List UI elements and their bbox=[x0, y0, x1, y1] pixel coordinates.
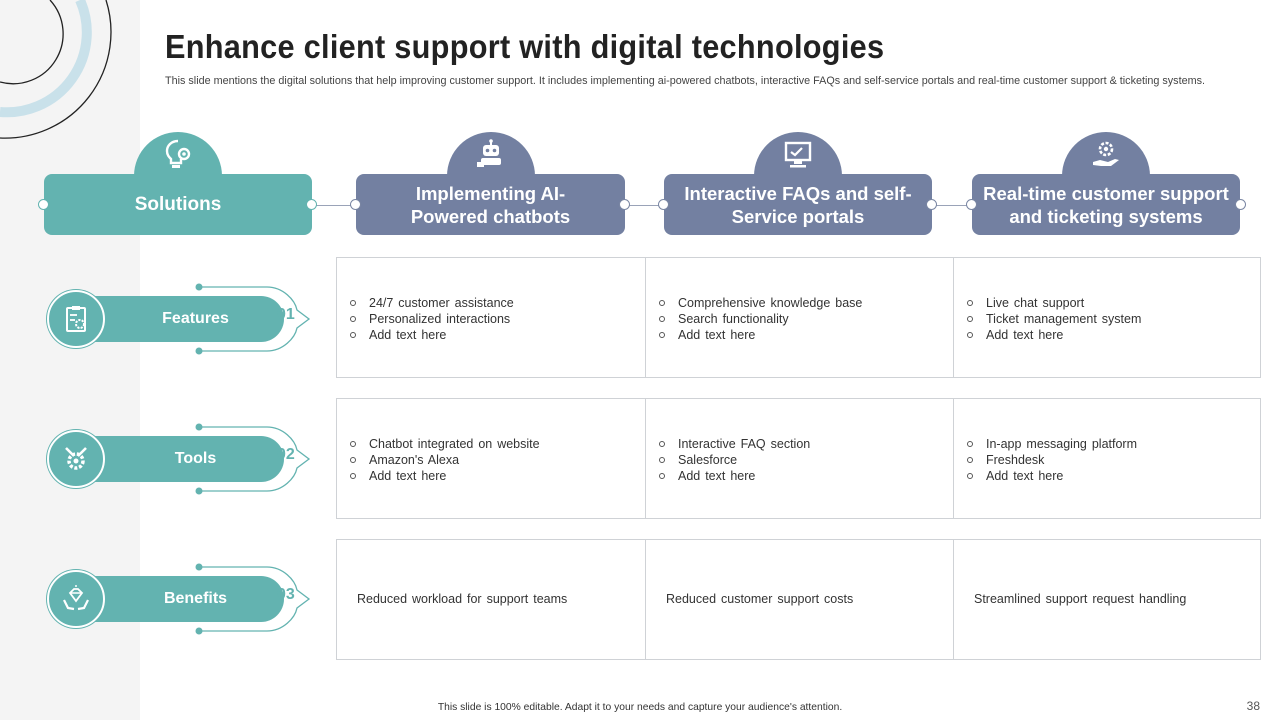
wrench-gear-icon bbox=[65, 447, 87, 470]
benefits-label: Benefits bbox=[163, 590, 228, 607]
benefit-text: Streamlined support request handling bbox=[974, 592, 1187, 606]
benefits-cell-faqs: Reduced customer support costs bbox=[645, 540, 953, 659]
list-item: Chatbot integrated on website bbox=[349, 436, 540, 452]
list-item: Live chat support bbox=[966, 295, 1141, 311]
list-item: In-app messaging platform bbox=[966, 436, 1137, 452]
tools-cell-realtime: In-app messaging platform Freshdesk Add … bbox=[953, 399, 1261, 518]
header-realtime-support-label: Real-time customer support and ticketing… bbox=[983, 182, 1229, 227]
list-item: Add text here bbox=[966, 468, 1137, 484]
tools-list-faqs: Interactive FAQ section Salesforce Add t… bbox=[658, 436, 810, 484]
row-label-benefits: Benefits 03 bbox=[47, 554, 312, 644]
tools-list-realtime: In-app messaging platform Freshdesk Add … bbox=[966, 436, 1137, 484]
list-item: Interactive FAQ section bbox=[658, 436, 810, 452]
tools-cell-chatbots: Chatbot integrated on website Amazon's A… bbox=[337, 399, 645, 518]
benefit-text: Reduced customer support costs bbox=[666, 592, 854, 606]
header-ai-chatbots-label: Implementing AI-Powered chatbots bbox=[410, 182, 571, 227]
monitor-portal-icon bbox=[784, 141, 812, 168]
benefit-text: Reduced workload for support teams bbox=[357, 592, 568, 606]
hand-gear-icon bbox=[1093, 141, 1119, 166]
benefits-number: 03 bbox=[277, 586, 295, 603]
features-cell-faqs: Comprehensive knowledge base Search func… bbox=[645, 258, 953, 377]
list-item: Add text here bbox=[349, 327, 514, 343]
connector-dot bbox=[350, 199, 361, 210]
row-label-features: Features 01 bbox=[47, 274, 312, 364]
list-item: Amazon's Alexa bbox=[349, 452, 540, 468]
label-frame bbox=[195, 423, 311, 495]
benefits-pill: Benefits bbox=[77, 576, 284, 622]
header-realtime-support: Real-time customer support and ticketing… bbox=[972, 174, 1240, 235]
list-item: Add text here bbox=[966, 327, 1141, 343]
tools-pill: Tools bbox=[77, 436, 284, 482]
features-row: 24/7 customer assistance Personalized in… bbox=[336, 257, 1261, 378]
list-item: Personalized interactions bbox=[349, 311, 514, 327]
features-cell-realtime: Live chat support Ticket management syst… bbox=[953, 258, 1261, 377]
list-item: Salesforce bbox=[658, 452, 810, 468]
tools-label: Tools bbox=[174, 450, 217, 467]
header-solutions-label: Solutions bbox=[134, 194, 222, 215]
connector-dot bbox=[658, 199, 669, 210]
header-connector bbox=[932, 205, 972, 206]
tools-list-chatbots: Chatbot integrated on website Amazon's A… bbox=[349, 436, 540, 484]
tools-icon-badge bbox=[47, 430, 105, 488]
benefits-icon-badge bbox=[47, 570, 105, 628]
benefits-row: Reduced workload for support teams Reduc… bbox=[336, 539, 1261, 660]
slide-footer: This slide is 100% editable. Adapt it to… bbox=[437, 702, 843, 713]
connector-dot bbox=[966, 199, 977, 210]
slide-subtitle: This slide mentions the digital solution… bbox=[165, 75, 1205, 87]
header-faqs-portals-label: Interactive FAQs and self-Service portal… bbox=[684, 182, 912, 227]
connector-dot bbox=[926, 199, 937, 210]
list-item: Add text here bbox=[349, 468, 540, 484]
list-item: Comprehensive knowledge base bbox=[658, 295, 862, 311]
list-item: Search functionality bbox=[658, 311, 862, 327]
corner-arc-decoration bbox=[0, 0, 112, 139]
header-solutions: Solutions bbox=[44, 174, 312, 235]
checklist-gear-icon bbox=[66, 306, 86, 332]
label-frame bbox=[195, 563, 311, 635]
features-number: 01 bbox=[277, 306, 295, 323]
benefits-cell-realtime: Streamlined support request handling bbox=[953, 540, 1261, 659]
header-connector bbox=[312, 205, 356, 206]
list-item: Add text here bbox=[658, 327, 862, 343]
header-connector bbox=[625, 205, 664, 206]
features-list-chatbots: 24/7 customer assistance Personalized in… bbox=[349, 295, 514, 343]
label-frame bbox=[195, 283, 311, 355]
list-item: Add text here bbox=[658, 468, 810, 484]
connector-dot bbox=[306, 199, 317, 210]
tools-cell-faqs: Interactive FAQ section Salesforce Add t… bbox=[645, 399, 953, 518]
connector-dot bbox=[619, 199, 630, 210]
lightbulb-gear-icon bbox=[165, 139, 191, 168]
connector-dot bbox=[38, 199, 49, 210]
features-list-realtime: Live chat support Ticket management syst… bbox=[966, 295, 1141, 343]
tools-number: 02 bbox=[277, 446, 295, 463]
features-cell-chatbots: 24/7 customer assistance Personalized in… bbox=[337, 258, 645, 377]
features-label: Features bbox=[162, 310, 229, 327]
features-list-faqs: Comprehensive knowledge base Search func… bbox=[658, 295, 862, 343]
diamond-hands-icon bbox=[63, 585, 89, 611]
list-item: 24/7 customer assistance bbox=[349, 295, 514, 311]
list-item: Ticket management system bbox=[966, 311, 1141, 327]
page-number: 38 bbox=[1246, 699, 1260, 713]
tools-row: Chatbot integrated on website Amazon's A… bbox=[336, 398, 1261, 519]
slide-title: Enhance client support with digital tech… bbox=[165, 28, 885, 65]
header-ai-chatbots: Implementing AI-Powered chatbots bbox=[356, 174, 625, 235]
features-pill: Features bbox=[77, 296, 284, 342]
features-icon-badge bbox=[47, 290, 105, 348]
header-faqs-portals: Interactive FAQs and self-Service portal… bbox=[664, 174, 932, 235]
list-item: Freshdesk bbox=[966, 452, 1137, 468]
robot-icon bbox=[477, 139, 501, 167]
benefits-cell-chatbots: Reduced workload for support teams bbox=[337, 540, 645, 659]
row-label-tools: Tools 02 bbox=[47, 414, 312, 504]
connector-dot bbox=[1235, 199, 1246, 210]
